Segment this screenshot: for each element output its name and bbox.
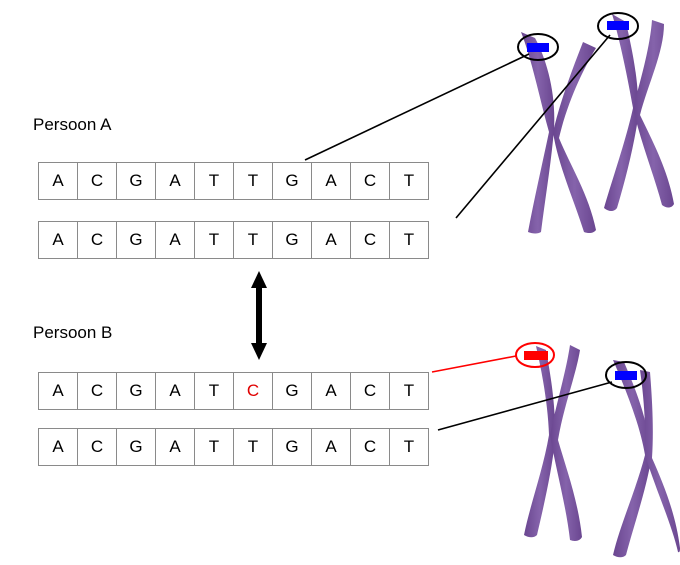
chromosome-a-right xyxy=(604,14,674,211)
base-cell: C xyxy=(350,162,390,200)
base-cell: C xyxy=(77,162,117,200)
chromatid-arm xyxy=(521,32,555,234)
marker-a-right xyxy=(597,12,639,40)
normal-locus-marker xyxy=(607,21,629,30)
base-cell: T xyxy=(233,162,273,200)
marker-b-left xyxy=(515,342,555,368)
base-cell: G xyxy=(272,372,312,410)
base-cell: A xyxy=(155,162,195,200)
chromatid-arm xyxy=(613,360,651,558)
base-cell: G xyxy=(116,428,156,466)
normal-locus-marker xyxy=(615,371,637,380)
locus-ring xyxy=(517,33,559,61)
base-cell: A xyxy=(155,372,195,410)
locus-ring xyxy=(605,361,647,389)
base-cell: A xyxy=(38,221,78,259)
connector-a-strand-1 xyxy=(304,53,530,161)
base-cell: C xyxy=(77,372,117,410)
base-cell: T xyxy=(233,221,273,259)
arrow-shaft xyxy=(256,282,262,350)
chromatid-arm xyxy=(550,345,582,541)
base-cell: G xyxy=(272,428,312,466)
chromosome-b-right xyxy=(613,360,680,558)
arrow-head-up xyxy=(251,271,267,288)
base-cell: A xyxy=(38,162,78,200)
base-cell: A xyxy=(311,372,351,410)
connector-b-strand-2 xyxy=(437,381,613,431)
marker-a-left xyxy=(517,33,559,61)
base-cell: C xyxy=(350,221,390,259)
locus-ring-mutation xyxy=(515,342,555,368)
locus-ring xyxy=(597,12,639,40)
normal-locus-marker xyxy=(527,43,549,52)
marker-b-right xyxy=(605,361,647,389)
chromatid-arm xyxy=(524,346,556,538)
base-cell: C xyxy=(350,372,390,410)
chromatid-arm xyxy=(633,20,674,208)
base-cell: T xyxy=(194,162,234,200)
base-cell: A xyxy=(155,221,195,259)
base-cell: T xyxy=(194,372,234,410)
base-cell: G xyxy=(116,221,156,259)
chromosome-a-left xyxy=(521,32,596,234)
person-a-label: Persoon A xyxy=(33,115,112,134)
connector-a-strand-2 xyxy=(455,34,611,219)
base-cell: G xyxy=(272,162,312,200)
mutated-base-cell: C xyxy=(233,372,273,410)
person-b-label: Persoon B xyxy=(33,323,113,342)
comparison-arrow xyxy=(251,271,267,360)
base-cell: G xyxy=(272,221,312,259)
base-cell: C xyxy=(77,428,117,466)
chromatid-arm xyxy=(640,370,680,553)
base-cell: A xyxy=(38,428,78,466)
base-cell: T xyxy=(194,221,234,259)
chromosome-b-left xyxy=(524,345,582,541)
base-cell: T xyxy=(389,221,429,259)
connector-b-strand-1 xyxy=(431,355,517,373)
base-cell: A xyxy=(311,162,351,200)
base-cell: A xyxy=(311,428,351,466)
mutation-locus-marker xyxy=(524,351,548,360)
base-cell: C xyxy=(77,221,117,259)
chromatid-arm xyxy=(553,42,596,234)
chromatid-arm xyxy=(604,14,639,211)
base-cell: T xyxy=(389,428,429,466)
base-cell: T xyxy=(389,162,429,200)
base-cell: T xyxy=(389,372,429,410)
base-cell: A xyxy=(155,428,195,466)
base-cell: G xyxy=(116,372,156,410)
arrow-head-down xyxy=(251,343,267,360)
